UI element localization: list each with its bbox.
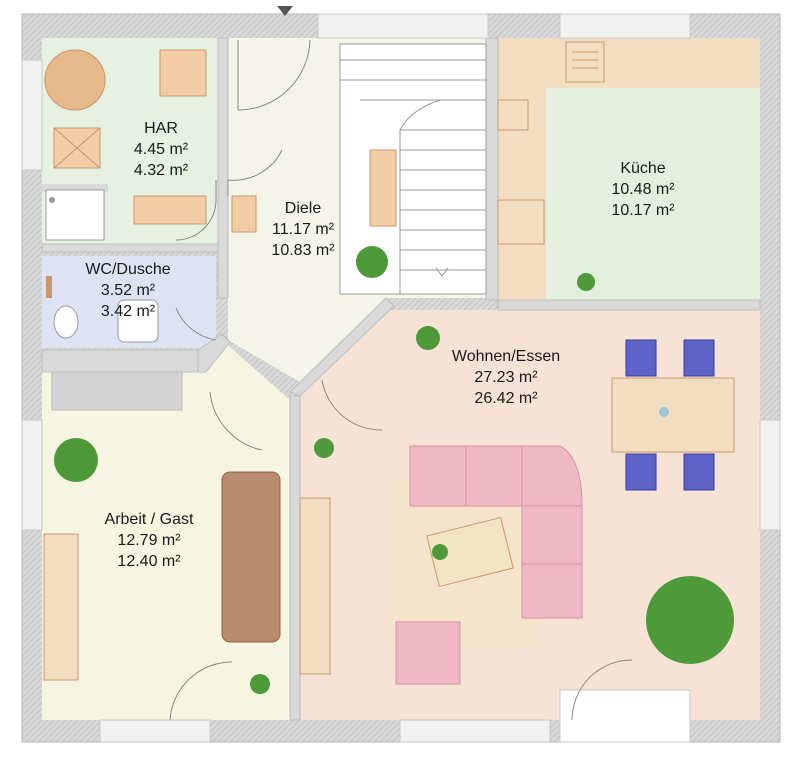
- north-arrow-icon: [277, 6, 293, 16]
- window-right: [759, 419, 781, 531]
- window-bottom: [399, 719, 551, 743]
- room-name: Küche: [620, 160, 666, 177]
- sink-icon: [117, 299, 159, 343]
- round-tank: [44, 49, 106, 111]
- room-label-wohnen: Wohnen/Essen 27.23 m² 26.42 m²: [441, 346, 571, 409]
- wall-har-diele: [217, 37, 229, 299]
- room-name: Arbeit / Gast: [104, 511, 194, 528]
- toilet-icon: [53, 305, 79, 339]
- doors: [169, 39, 633, 721]
- fridge: [497, 99, 529, 131]
- room-area-1: 10.48 m²: [611, 181, 675, 198]
- wall-kueche-wohnen: [497, 299, 761, 311]
- diele-lower-floor: [228, 298, 386, 382]
- window-left-top: [21, 59, 43, 171]
- armchair: [395, 621, 461, 685]
- window-top: [317, 13, 489, 39]
- room-name: Wohnen/Essen: [451, 348, 561, 365]
- shelf: [51, 371, 183, 411]
- room-label-arbeit: Arbeit / Gast 12.79 m² 12.40 m²: [84, 509, 214, 572]
- room-area-2: 10.17 m²: [611, 202, 675, 219]
- room-area-2: 3.42 m²: [100, 303, 156, 320]
- room-name: Diele: [284, 200, 322, 217]
- coffee-table: [426, 516, 514, 588]
- wall-wc-arbeit: [41, 349, 199, 373]
- room-area-2: 10.83 m²: [271, 242, 335, 259]
- sideboard: [299, 497, 331, 675]
- wall-shower: [42, 184, 108, 192]
- dining-chairs: [625, 339, 715, 491]
- room-area-2: 12.40 m²: [117, 553, 181, 570]
- wall-arbeit-wohnen: [289, 395, 301, 721]
- room-area-1: 3.52 m²: [100, 282, 156, 299]
- room-area-1: 11.17 m²: [272, 221, 334, 238]
- stove-icon: [565, 41, 605, 83]
- kueche-floor: [546, 88, 760, 308]
- bench: [369, 149, 397, 227]
- room-area-2: 26.42 m²: [474, 390, 538, 407]
- room-label-wc: WC/Dusche 3.52 m² 3.42 m²: [68, 259, 188, 322]
- wall-diagonal: [289, 297, 395, 397]
- pink-sofa: [409, 445, 583, 619]
- dining-table: [611, 377, 735, 453]
- shower-icon: [45, 189, 105, 241]
- wall-diagonal-left: [197, 333, 231, 373]
- room-area-2: 4.32 m²: [133, 162, 189, 179]
- brown-sofa: [221, 471, 281, 643]
- oven: [497, 199, 545, 245]
- room-name: HAR: [144, 120, 178, 137]
- table-vase: [659, 407, 669, 417]
- room-label-diele: Diele 11.17 m² 10.83 m²: [253, 198, 353, 261]
- wall-diele-kueche: [485, 37, 499, 301]
- room-name: WC/Dusche: [85, 261, 171, 278]
- room-label-kueche: Küche 10.48 m² 10.17 m²: [593, 158, 693, 221]
- towel-rail: [46, 276, 52, 298]
- washer: [133, 195, 207, 225]
- shoe-cabinet: [231, 195, 257, 233]
- wall-har-wc: [41, 243, 219, 253]
- window-left: [21, 419, 43, 531]
- desk: [43, 533, 79, 681]
- utility-unit-cross: [53, 127, 101, 169]
- room-label-har: HAR 4.45 m² 4.32 m²: [111, 118, 211, 181]
- plant-icon: [54, 246, 734, 694]
- window-top-right: [559, 13, 691, 39]
- room-area-1: 4.45 m²: [133, 141, 189, 158]
- boiler: [159, 49, 207, 97]
- room-area-1: 27.23 m²: [474, 369, 538, 386]
- window-bottom-left: [99, 719, 211, 743]
- terrace-door: [559, 689, 691, 743]
- room-area-1: 12.79 m²: [117, 532, 181, 549]
